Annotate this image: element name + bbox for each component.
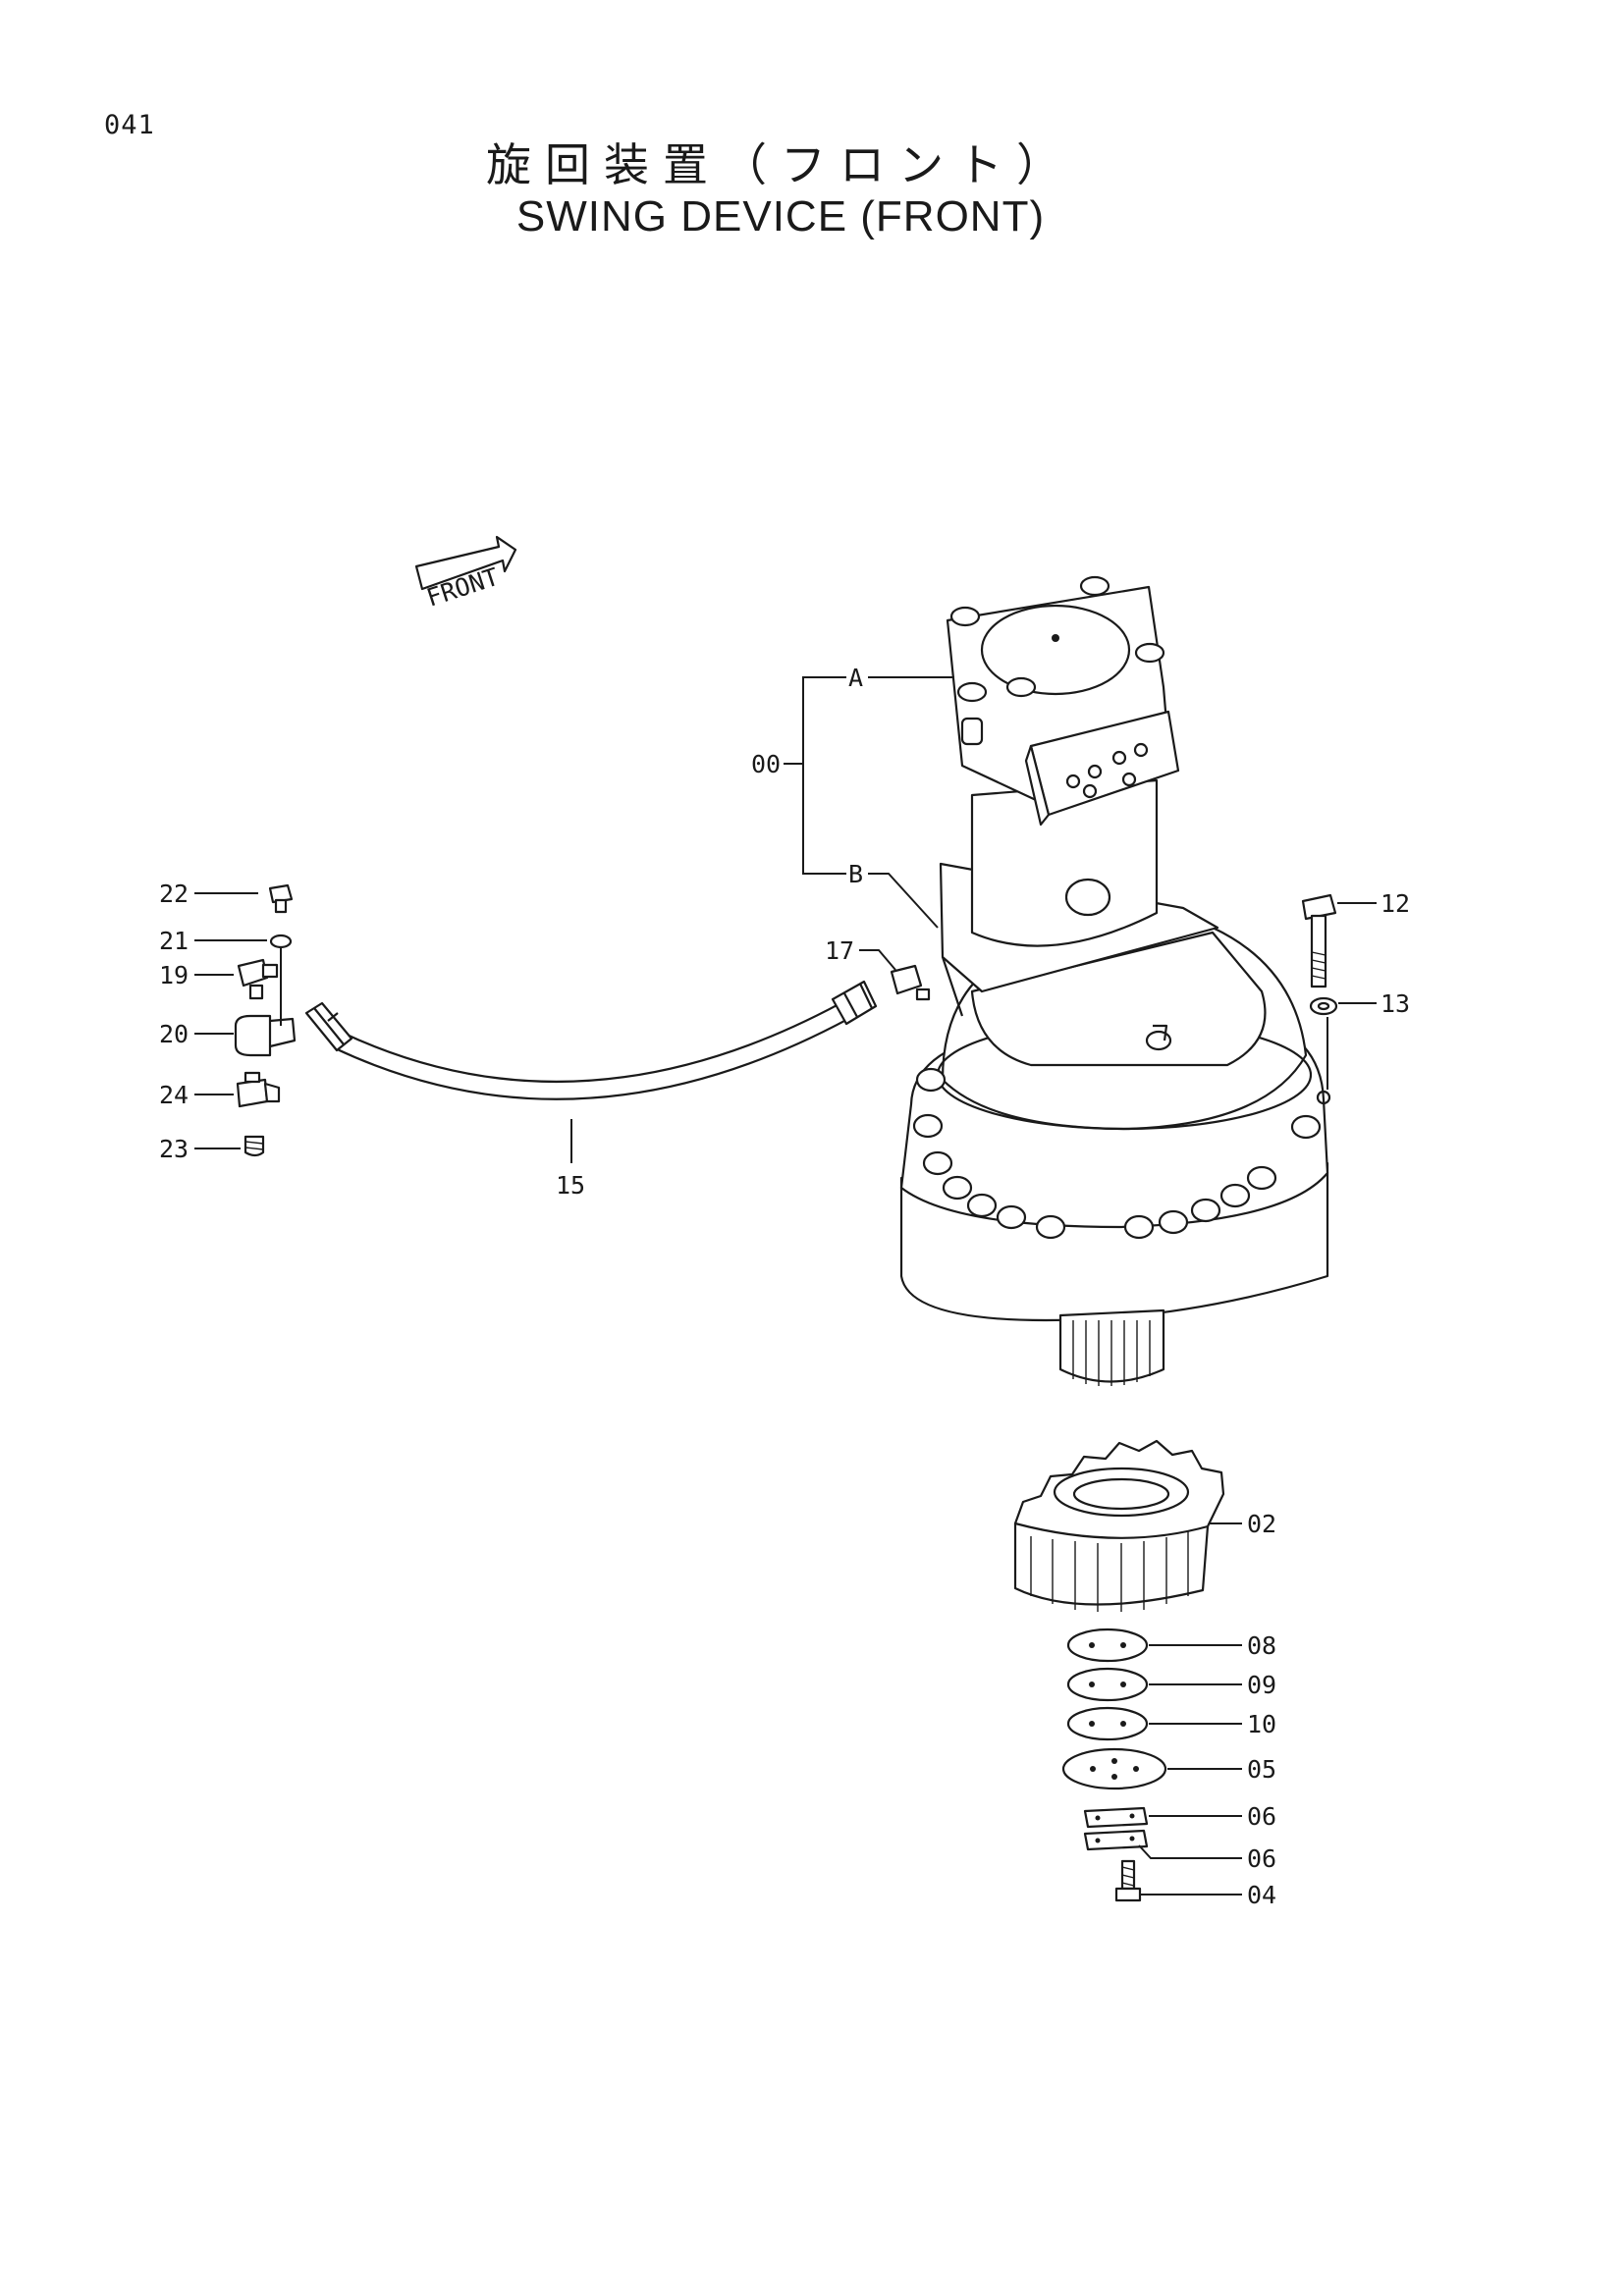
callout-10: 10 [1247, 1710, 1276, 1738]
swing-device-body [899, 575, 1329, 1386]
bracket-00 [802, 676, 846, 875]
elbow-fitting-17 [890, 964, 931, 1001]
plug-23 [244, 1135, 265, 1157]
clamp-20 [234, 1014, 297, 1057]
callout-21: 21 [159, 927, 189, 955]
callout-B: B [848, 860, 863, 888]
callout-04: 04 [1247, 1881, 1276, 1909]
hose-15 [304, 980, 878, 1100]
title-english: SWING DEVICE (FRONT) [515, 192, 1046, 240]
lock-plate-06-upper [1083, 1806, 1149, 1829]
callout-15: 15 [556, 1171, 585, 1200]
leader-B [868, 873, 939, 929]
callout-02: 02 [1247, 1510, 1276, 1538]
plate-09 [1066, 1667, 1149, 1702]
adapter-24 [236, 1071, 281, 1108]
page-number: 041 [104, 110, 155, 140]
bolt-04 [1114, 1859, 1142, 1902]
callout-22: 22 [159, 880, 189, 908]
lock-plate-06-lower [1083, 1829, 1149, 1851]
elbow-19 [237, 958, 279, 1000]
callout-09: 09 [1247, 1671, 1276, 1699]
callout-13: 13 [1380, 989, 1410, 1018]
callout-00: 00 [751, 750, 781, 778]
washer-13 [1309, 996, 1338, 1016]
callout-A: A [848, 664, 863, 692]
front-arrow-icon: FRONT [414, 535, 517, 613]
callout-17: 17 [825, 936, 854, 965]
pinion-gear [1013, 1439, 1225, 1612]
bolt-22 [268, 883, 294, 914]
plate-05 [1061, 1747, 1167, 1790]
callout-24: 24 [159, 1081, 189, 1109]
callout-12: 12 [1380, 889, 1410, 918]
callout-20: 20 [159, 1020, 189, 1048]
callout-08: 08 [1247, 1631, 1276, 1660]
title-japanese: 旋回装置（フロント） [486, 138, 1075, 191]
thrust-plate-08 [1066, 1628, 1149, 1663]
leader-17 [859, 949, 896, 971]
leader-06-lower [1138, 1844, 1242, 1859]
callout-23: 23 [159, 1135, 189, 1163]
plate-10 [1066, 1706, 1149, 1741]
washer-21 [269, 934, 293, 949]
callout-06-lower: 06 [1247, 1844, 1276, 1873]
callout-05: 05 [1247, 1755, 1276, 1784]
callout-06-upper: 06 [1247, 1802, 1276, 1831]
mounting-hole [1316, 1090, 1331, 1105]
bolt-12 [1301, 893, 1337, 988]
callout-19: 19 [159, 961, 189, 989]
